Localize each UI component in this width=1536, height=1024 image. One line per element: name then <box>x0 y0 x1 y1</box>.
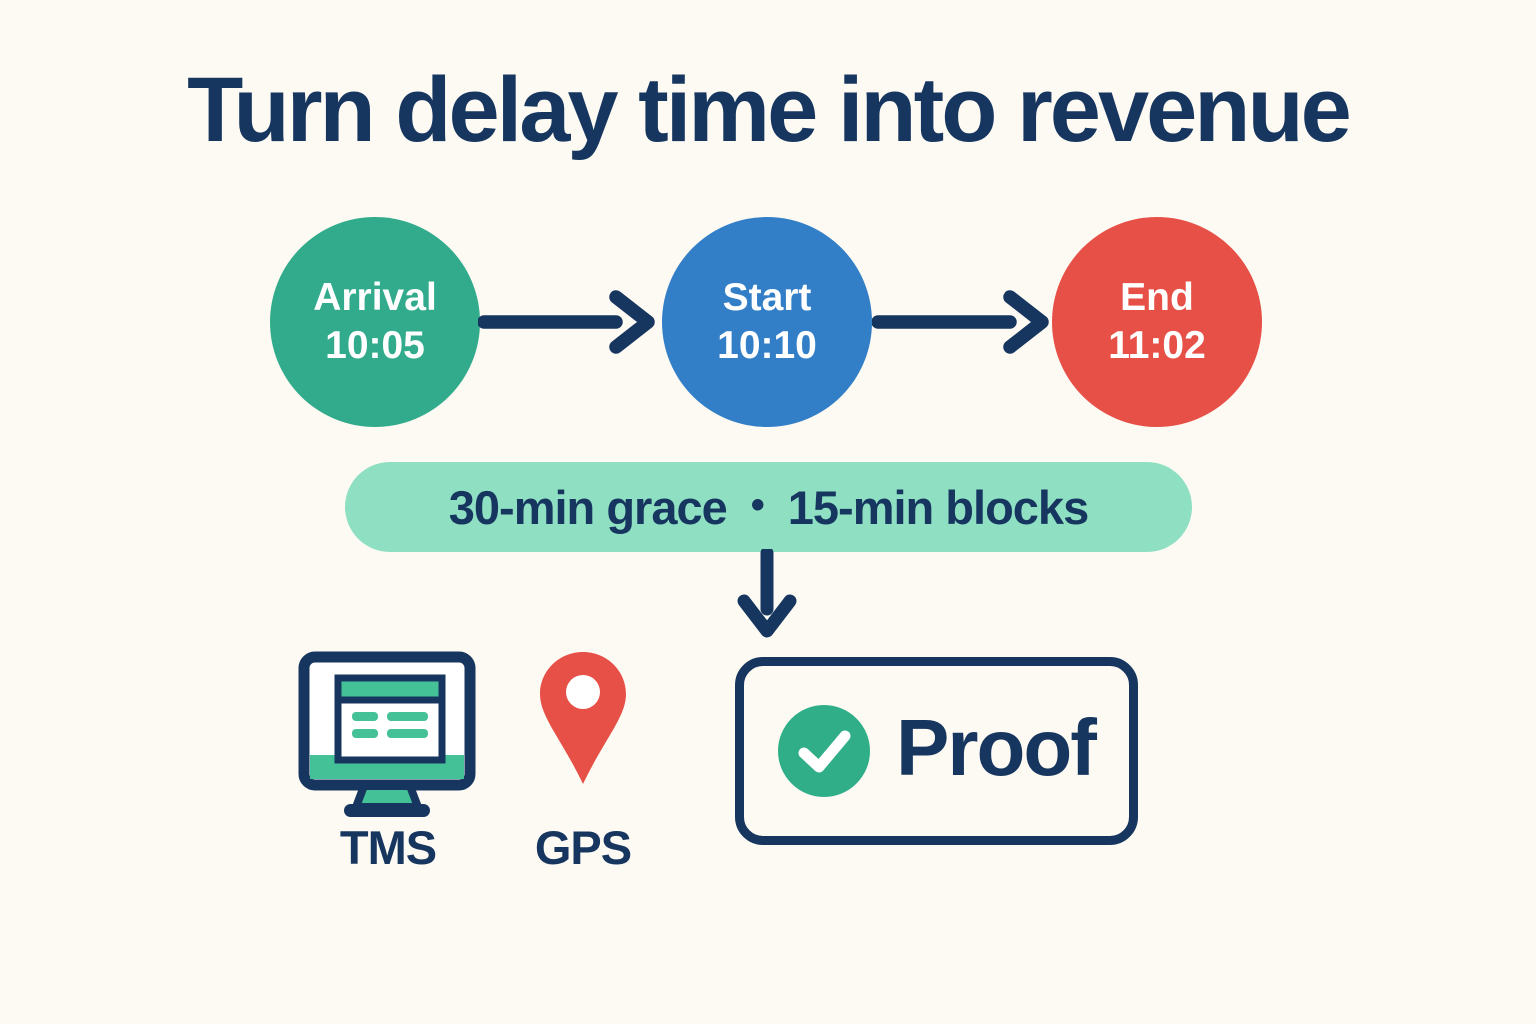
bullet-separator: • <box>750 482 765 527</box>
timeline-node-end: End 11:02 <box>1052 217 1262 427</box>
node-label: Start <box>722 276 812 320</box>
node-time: 10:10 <box>717 324 817 367</box>
proof-label: Proof <box>896 703 1097 792</box>
check-icon <box>778 705 870 797</box>
node-label: End <box>1120 276 1194 320</box>
timeline-node-start: Start 10:10 <box>662 217 872 427</box>
node-time: 11:02 <box>1108 324 1206 367</box>
arrow-right-icon <box>478 290 655 354</box>
node-time: 10:05 <box>325 324 425 367</box>
gps-label: GPS <box>534 821 632 874</box>
node-label: Arrival <box>313 276 437 320</box>
page-title: Turn delay time into revenue <box>187 59 1352 161</box>
rules-pill: 30-min grace • 15-min blocks <box>345 462 1192 552</box>
rule-blocks: 15-min blocks <box>787 480 1089 534</box>
check-circle <box>778 705 870 797</box>
rule-grace: 30-min grace <box>448 480 728 534</box>
gps-pin-icon <box>540 652 626 784</box>
timeline-node-arrival: Arrival 10:05 <box>270 217 480 427</box>
proof-card: Proof <box>735 657 1138 845</box>
arrow-right-icon <box>872 290 1049 354</box>
tms-monitor-icon <box>298 651 476 817</box>
tms-label: TMS <box>339 821 437 874</box>
arrow-down-icon <box>737 549 797 638</box>
